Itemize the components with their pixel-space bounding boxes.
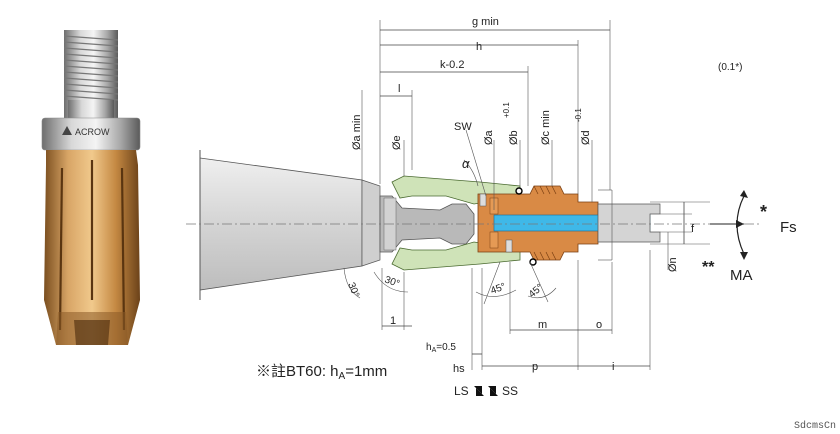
label-sw: SW	[454, 121, 472, 133]
cross-section-drawing	[186, 20, 760, 370]
label-30-right: 30°	[383, 274, 401, 290]
label-dim-1: 1	[390, 315, 396, 327]
sw-screw-lower	[505, 239, 513, 253]
force-star: *	[760, 202, 767, 222]
label-h: h	[476, 41, 482, 53]
brand-text: ACROW	[75, 127, 110, 137]
piston-rod	[597, 203, 661, 243]
force-label: Fs	[780, 219, 797, 236]
label-o: o	[596, 319, 602, 331]
taper-bore-step	[361, 179, 381, 267]
moment-label: MA	[730, 267, 753, 284]
ss-label: SS	[502, 384, 518, 398]
section-marker-icons	[474, 386, 498, 396]
label-hs: hs	[453, 363, 465, 375]
product-photo: ACROW	[41, 30, 141, 345]
lower-insert	[489, 231, 499, 249]
right-dimension-lines	[650, 201, 710, 270]
notes: (0.1*) * Fs ** MA ※註BT60: hA=1mm LS SS S…	[256, 62, 836, 432]
label-f: f	[691, 223, 695, 235]
force-moment-symbols	[710, 190, 748, 260]
drawbar-thread	[533, 185, 557, 261]
label-phi-a: Øa	[483, 129, 495, 145]
stud-neck	[68, 100, 114, 122]
label-45-left: 45°	[489, 281, 507, 297]
thread-lines	[63, 35, 119, 101]
label-phi-d: Ød	[580, 130, 592, 145]
label-phi-b: Øb	[508, 130, 520, 145]
moment-star: **	[702, 259, 715, 276]
label-p: p	[532, 361, 538, 373]
label-phi-e: Øe	[391, 135, 403, 150]
label-30-left: 30°	[345, 281, 361, 299]
label-l: l	[398, 83, 400, 95]
collet-opening	[74, 320, 110, 345]
watermark: SdcmsCn	[794, 420, 836, 432]
label-m: m	[538, 319, 547, 331]
label-k: k-0.2	[440, 59, 464, 71]
note-top-right: (0.1*)	[718, 62, 742, 73]
collet-slots	[58, 160, 126, 331]
top-dimension-lines	[361, 20, 611, 210]
ls-label: LS	[454, 384, 469, 398]
bottom-dimension-lines	[343, 159, 651, 370]
brand-logo-icon	[62, 126, 72, 135]
label-phi-a-min: Øa min	[351, 115, 363, 150]
label-alpha: α	[462, 156, 470, 171]
label-i: i	[612, 361, 614, 373]
label-phi-b-tol: +0.1	[502, 102, 511, 118]
label-ha: hA=0.5	[426, 342, 456, 354]
label-45-right: 45°	[527, 282, 546, 300]
label-phi-c-min: Øc min	[540, 110, 552, 145]
sw-screw-upper	[479, 193, 487, 207]
ball-upper	[515, 187, 523, 195]
label-g-min: g min	[472, 16, 499, 28]
bt60-note: ※註BT60: hA=1mm	[256, 363, 387, 382]
label-phi-d-tol: -0.1	[574, 108, 583, 122]
dimension-labels: g min h k-0.2 l Øa min Øe SW Øa Øb +0.1 …	[345, 16, 695, 375]
label-phi-n: Øn	[667, 257, 679, 272]
